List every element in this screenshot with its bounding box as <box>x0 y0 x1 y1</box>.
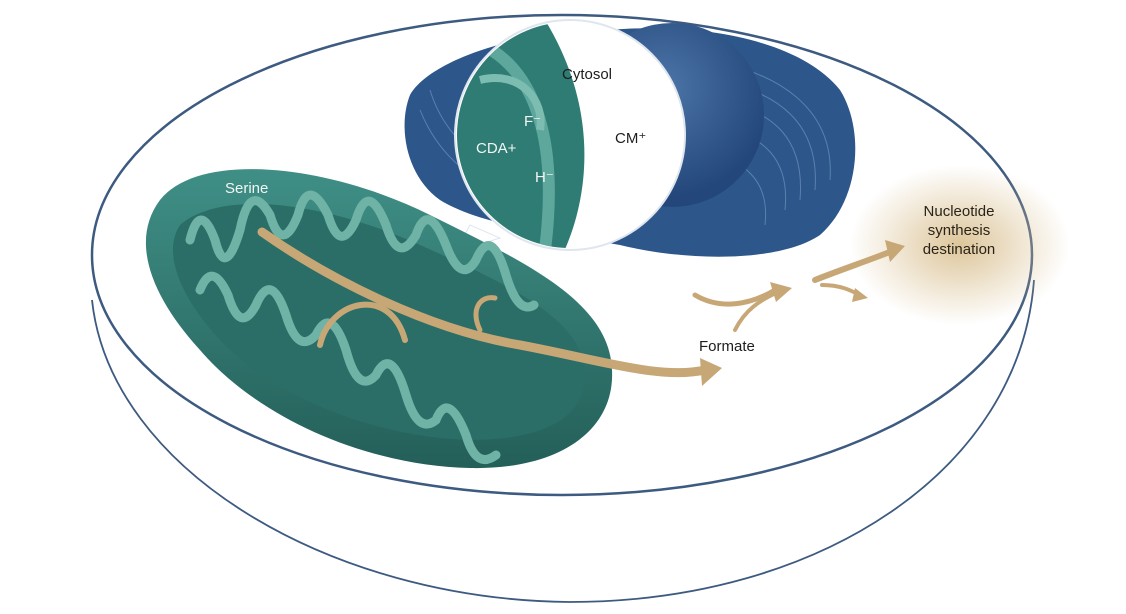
label-f-ion: F⁻ <box>524 113 542 130</box>
label-nucleotide-line3: destination <box>922 241 996 258</box>
magnified-inset <box>453 19 686 253</box>
arrowhead-cytosol <box>770 282 792 302</box>
label-h-ion: H⁻ <box>535 169 554 186</box>
label-nucleotide-destination: Nucleotide synthesis destination <box>900 202 1018 259</box>
destination-glow <box>850 165 1070 325</box>
arrowhead-branch <box>852 288 868 302</box>
arrowhead-formate <box>700 358 722 386</box>
label-nucleotide-line2: synthesis <box>927 222 991 239</box>
label-cm: CM⁺ <box>615 130 647 147</box>
label-nucleotide-line1: Nucleotide <box>923 203 995 220</box>
label-serine: Serine <box>225 180 269 197</box>
label-cytosol: Cytosol <box>562 66 613 83</box>
mitochondrion <box>145 169 613 469</box>
label-formate: Formate <box>699 338 755 355</box>
pathway-arrows <box>257 227 898 378</box>
arrowheads <box>700 240 905 386</box>
arrowhead-destination <box>885 240 905 262</box>
label-cda: CDA+ <box>476 140 517 157</box>
